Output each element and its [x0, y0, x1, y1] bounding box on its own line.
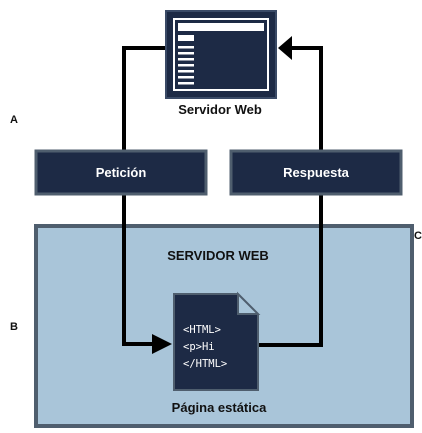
marker-c: C — [414, 230, 422, 242]
response-box: Respuesta — [229, 149, 403, 196]
code-line: <p>Hi — [183, 341, 215, 353]
html-document-icon: <HTML> <p>Hi </HTML> — [173, 291, 261, 391]
request-box: Petición — [34, 149, 208, 196]
page-doc-caption: Página estática — [172, 400, 267, 415]
server-top-label: Servidor Web — [178, 102, 262, 117]
request-box-label: Petición — [96, 165, 147, 180]
request-path — [122, 46, 165, 346]
response-box-label: Respuesta — [283, 165, 350, 180]
code-line: <HTML> — [183, 324, 221, 336]
response-arrowhead — [278, 36, 292, 60]
marker-a: A — [10, 114, 18, 126]
marker-b: B — [10, 321, 18, 333]
code-line: </HTML> — [183, 358, 227, 370]
browser-window-icon — [165, 10, 277, 99]
server-panel-title: SERVIDOR WEB — [167, 248, 269, 263]
response-path — [258, 46, 323, 347]
request-arrowhead — [152, 334, 172, 354]
